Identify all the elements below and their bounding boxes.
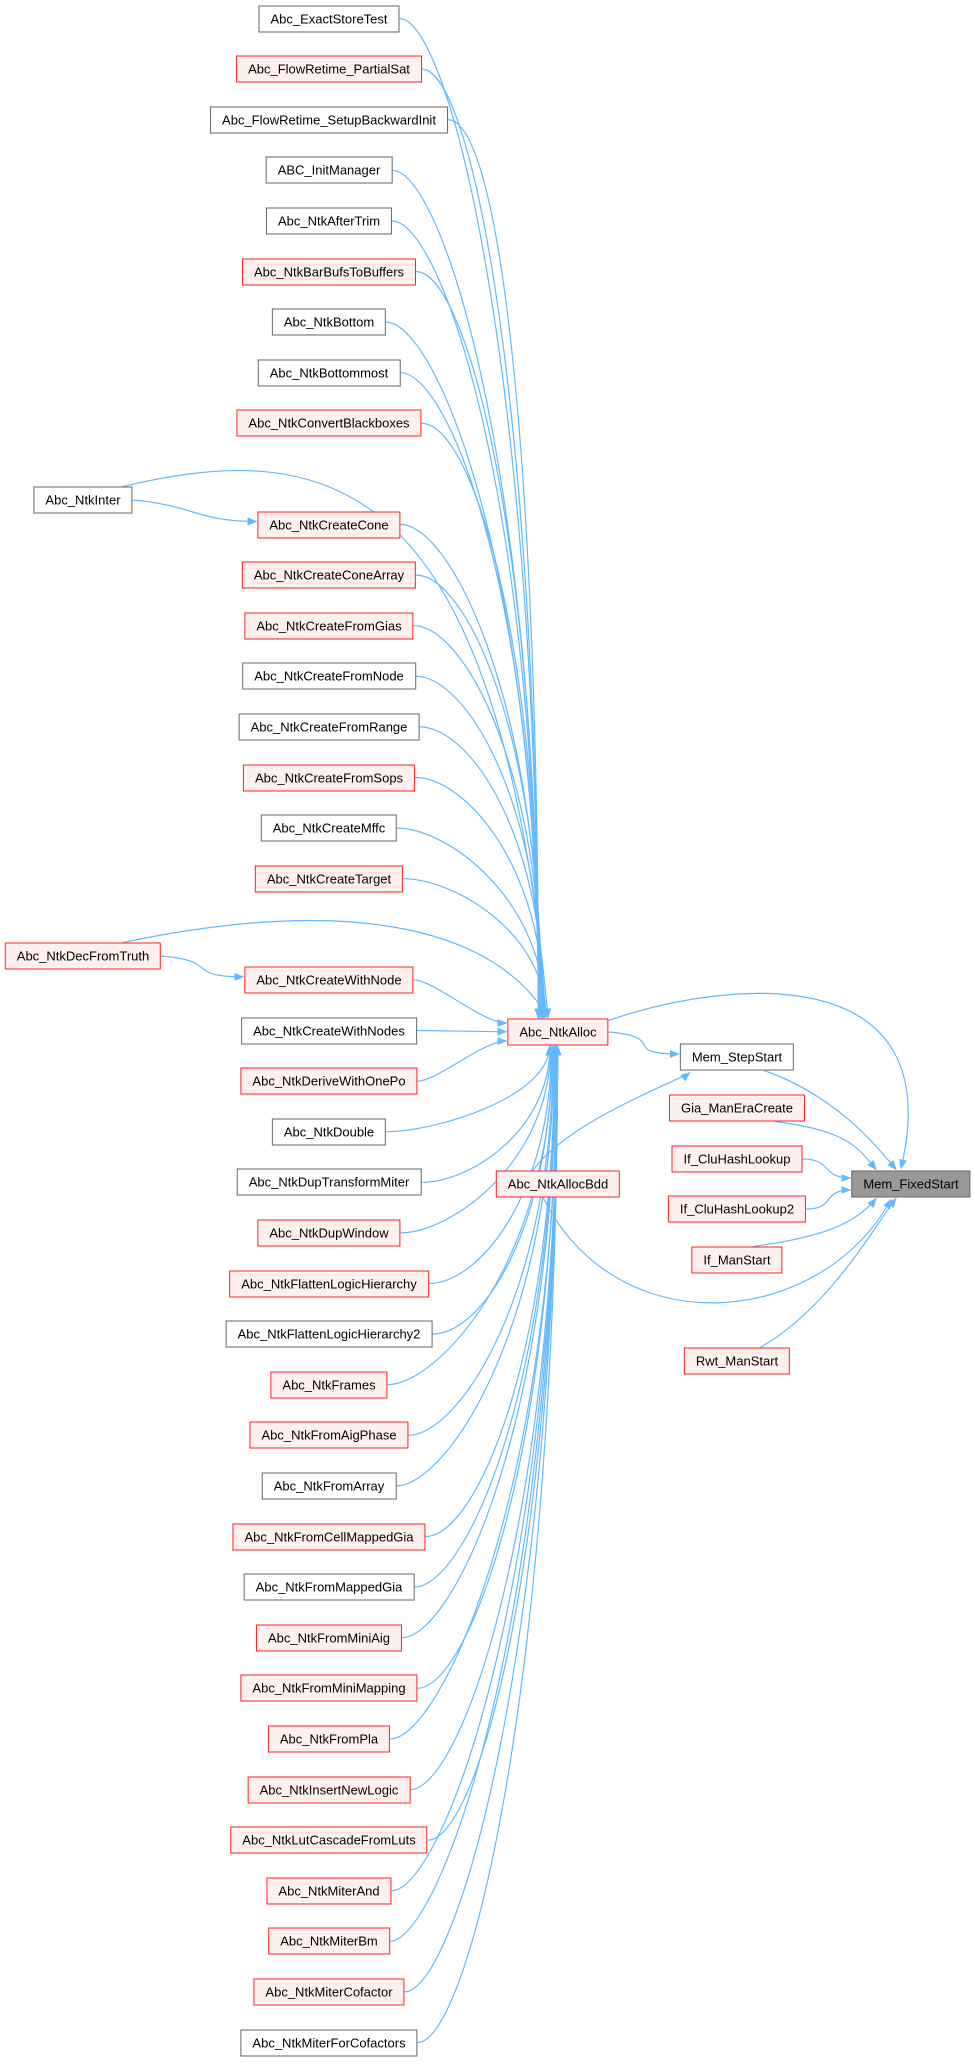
edge-abc-ntkcreatefromsops-to-abc-ntkalloc [415, 776, 549, 1019]
edge-abc-ntkmiterforcofactors-to-abc-ntkalloc [417, 1045, 562, 2044]
edge-abc-ntkdupwindow-to-abc-ntkalloc [400, 1045, 555, 1234]
node-abc-ntkfrommappedgia[interactable]: Abc_NtkFromMappedGia [243, 1573, 415, 1601]
node-abc-ntkbottom[interactable]: Abc_NtkBottom [271, 308, 387, 336]
node-abc-ntkdouble[interactable]: Abc_NtkDouble [271, 1118, 387, 1146]
node-abc-ntkcreatetarget[interactable]: Abc_NtkCreateTarget [254, 865, 404, 893]
edge-abc-ntkfromminimapping-to-abc-ntkalloc [417, 1045, 561, 1689]
node-abc-ntkalloc[interactable]: Abc_NtkAlloc [507, 1018, 609, 1046]
edge-abc-ntkcreatefromrange-to-abc-ntkalloc [419, 726, 548, 1019]
edge-abc-ntkcreatefromgias-to-abc-ntkalloc [413, 625, 547, 1019]
node-abc-ntkaftertrim[interactable]: Abc_NtkAfterTrim [265, 207, 393, 235]
edge-abc-ntkcreatewithnode-to-abc-ntkalloc [413, 979, 508, 1027]
node-if-cluhashlookup2[interactable]: If_CluHashLookup2 [667, 1195, 807, 1223]
node-abc-ntkbarbufstobuffers[interactable]: Abc_NtkBarBufsToBuffers [241, 258, 417, 285]
node-abc-ntkmiterbm[interactable]: Abc_NtkMiterBm [268, 1927, 390, 1955]
node-abc-ntkmiterand[interactable]: Abc_NtkMiterAnd [266, 1877, 392, 1905]
edge-abc-ntkallocbdd-to-mem-fixedstart [542, 1197, 892, 1304]
node-abc-exactstoretest[interactable]: Abc_ExactStoreTest [258, 5, 400, 32]
edge-abc-ntkfrompla-to-abc-ntkalloc [390, 1045, 562, 1740]
node-abc-ntkcreateconearray[interactable]: Abc_NtkCreateConeArray [241, 561, 417, 589]
node-abc-flowretime-setupbackwardinit[interactable]: Abc_FlowRetime_SetupBackwardInit [210, 106, 448, 134]
edge-abc-ntkfromaigphase-to-abc-ntkalloc [408, 1045, 558, 1436]
node-abc-ntkconvertblackboxes[interactable]: Abc_NtkConvertBlackboxes [236, 409, 422, 437]
edge-abc-ntkderivewithonepo-to-abc-ntkalloc [417, 1037, 508, 1082]
edge-abc-ntkfromcellmappedgia-to-abc-ntkalloc [425, 1045, 559, 1538]
edge-if-cluhashlookup-to-mem-fixedstart [802, 1158, 852, 1182]
edge-abc-ntkduptransformmiter-to-abc-ntkalloc [421, 1045, 554, 1183]
edge-abc-ntkcreatetarget-to-abc-ntkalloc [403, 878, 550, 1019]
edge-abc-ntkfrommappedgia-to-abc-ntkalloc [414, 1045, 560, 1588]
edge-abc-ntkframes-to-abc-ntkalloc [387, 1045, 557, 1386]
node-abc-ntkfromcellmappedgia[interactable]: Abc_NtkFromCellMappedGia [232, 1523, 426, 1550]
edge-abc-flowretime-partialsat-to-abc-ntkalloc [421, 68, 543, 1019]
edge-abc-ntkmitercofactor-to-abc-ntkalloc [404, 1045, 562, 1993]
node-abc-ntkframes[interactable]: Abc_NtkFrames [270, 1371, 388, 1399]
node-abc-ntkfromminiaig[interactable]: Abc_NtkFromMiniAig [255, 1624, 403, 1652]
node-abc-ntkflattenlogichierarchy[interactable]: Abc_NtkFlattenLogicHierarchy [229, 1270, 429, 1297]
node-abc-ntkcreatefromnode[interactable]: Abc_NtkCreateFromNode [242, 662, 416, 690]
node-abc-ntkfromaigphase[interactable]: Abc_NtkFromAigPhase [249, 1421, 409, 1449]
edge-rwt-manstart-to-mem-fixedstart [759, 1197, 897, 1349]
node-abc-ntkmiterforcofactors[interactable]: Abc_NtkMiterForCofactors [240, 2029, 418, 2056]
node-abc-ntkderivewithonepo[interactable]: Abc_NtkDeriveWithOnePo [240, 1067, 418, 1095]
node-abc-ntkcreatewithnodes[interactable]: Abc_NtkCreateWithNodes [241, 1017, 417, 1044]
edge-abc-ntkmiterand-to-abc-ntkalloc [391, 1045, 562, 1892]
edge-gia-maneracreate-to-mem-fixedstart [774, 1120, 877, 1171]
node-abc-ntkcreatefromrange[interactable]: Abc_NtkCreateFromRange [238, 713, 420, 741]
node-abc-ntkfrompla[interactable]: Abc_NtkFromPla [267, 1725, 391, 1753]
node-rwt-manstart[interactable]: Rwt_ManStart [683, 1347, 791, 1375]
node-abc-ntkinsertnewlogic[interactable]: Abc_NtkInsertNewLogic [247, 1776, 411, 1803]
edge-abc-ntkalloc-to-mem-stepstart [608, 1031, 680, 1058]
node-abc-flowretime-partialsat[interactable]: Abc_FlowRetime_PartialSat [236, 55, 422, 83]
edge-abc-ntkalloc-to-mem-fixedstart [608, 992, 909, 1170]
edge-abc-ntklutcascadefromluts-to-abc-ntkalloc [427, 1045, 562, 1841]
edge-abc-ntkallocbdd-to-mem-stepstart [532, 1071, 691, 1171]
edge-abc-ntkbarbufstobuffers-to-abc-ntkalloc [416, 270, 543, 1019]
edge-abc-ntkflattenlogichierarchy-to-abc-ntkalloc [428, 1045, 556, 1285]
edge-if-manstart-to-mem-fixedstart [752, 1197, 877, 1248]
edge-abc-ntkmiterbm-to-abc-ntkalloc [389, 1045, 562, 1942]
node-abc-ntkcreatewithnode[interactable]: Abc_NtkCreateWithNode [244, 966, 414, 994]
edge-abc-ntkcreatewithnodes-to-abc-ntkalloc [416, 1027, 508, 1036]
edge-abc-ntkdecfromtruth-to-abc-ntkcreatewithnode [161, 955, 245, 981]
node-mem-fixedstart: Mem_FixedStart [851, 1170, 971, 1198]
edge-abc-ntkcreatemffc-to-abc-ntkalloc [397, 827, 550, 1019]
edge-abc-ntkfromarray-to-abc-ntkalloc [396, 1045, 559, 1487]
node-abc-ntkcreatemffc[interactable]: Abc_NtkCreateMffc [260, 814, 398, 842]
edge-if-cluhashlookup2-to-mem-fixedstart [806, 1186, 852, 1210]
node-abc-ntkcreatefromsops[interactable]: Abc_NtkCreateFromSops [242, 764, 416, 791]
node-if-manstart[interactable]: If_ManStart [691, 1246, 783, 1274]
edge-abc-exactstoretest-to-abc-ntkalloc [399, 17, 543, 1019]
node-abc-ntkcreatecone[interactable]: Abc_NtkCreateCone [257, 511, 401, 538]
edge-mem-stepstart-to-mem-fixedstart [763, 1069, 897, 1171]
node-abc-ntkdecfromtruth[interactable]: Abc_NtkDecFromTruth [4, 942, 162, 970]
edge-abc-ntkinter-to-abc-ntkcreatecone [132, 499, 258, 526]
edge-abc-flowretime-setupbackwardinit-to-abc-ntkalloc [447, 119, 543, 1019]
node-mem-stepstart[interactable]: Mem_StepStart [679, 1043, 795, 1071]
edge-abc-ntkconvertblackboxes-to-abc-ntkalloc [421, 422, 544, 1019]
node-abc-ntkduptransformmiter[interactable]: Abc_NtkDupTransformMiter [236, 1168, 422, 1196]
edge-abc-ntkbottommost-to-abc-ntkalloc [400, 372, 544, 1019]
node-abc-ntkflattenlogichierarchy2[interactable]: Abc_NtkFlattenLogicHierarchy2 [225, 1320, 433, 1348]
node-abc-initmanager[interactable]: ABC_InitManager [265, 156, 393, 184]
node-abc-ntkbottommost[interactable]: Abc_NtkBottommost [257, 359, 401, 387]
node-if-cluhashlookup[interactable]: If_CluHashLookup [671, 1145, 803, 1173]
node-abc-ntkdupwindow[interactable]: Abc_NtkDupWindow [257, 1219, 401, 1247]
node-abc-ntkinter[interactable]: Abc_NtkInter [33, 486, 133, 514]
node-abc-ntkcreatefromgias[interactable]: Abc_NtkCreateFromGias [244, 612, 414, 640]
node-abc-ntkmitercofactor[interactable]: Abc_NtkMiterCofactor [253, 1978, 405, 2006]
edge-abc-ntkcreateconearray-to-abc-ntkalloc [416, 574, 546, 1019]
edge-abc-ntkdecfromtruth-to-abc-ntkalloc [122, 919, 549, 1019]
node-abc-ntklutcascadefromluts[interactable]: Abc_NtkLutCascadeFromLuts [230, 1826, 428, 1854]
edge-abc-ntkinter-to-abc-ntkalloc [122, 469, 552, 1019]
node-abc-ntkfromminimapping[interactable]: Abc_NtkFromMiniMapping [240, 1674, 418, 1702]
edge-abc-ntkdouble-to-abc-ntkalloc [386, 1045, 554, 1133]
node-abc-ntkfromarray[interactable]: Abc_NtkFromArray [261, 1472, 397, 1500]
node-abc-ntkallocbdd[interactable]: Abc_NtkAllocBdd [495, 1170, 621, 1198]
node-gia-maneracreate[interactable]: Gia_ManEraCreate [669, 1094, 805, 1122]
